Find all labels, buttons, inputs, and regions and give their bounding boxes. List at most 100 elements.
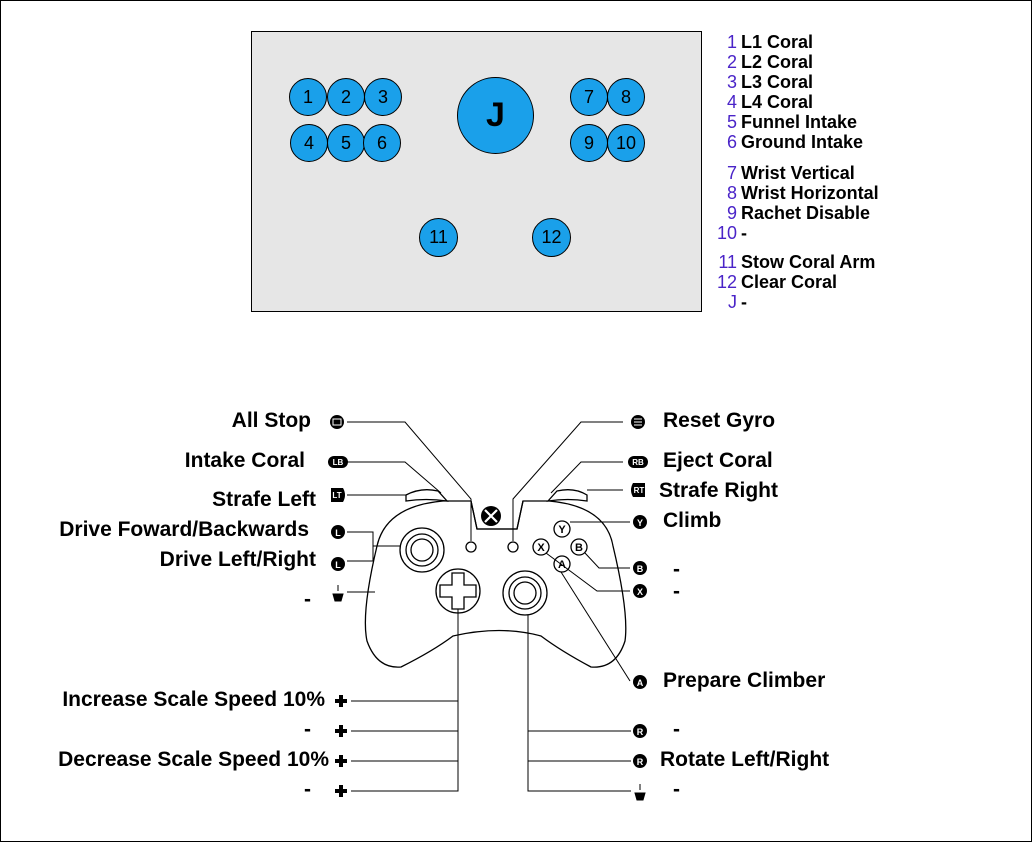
svg-text:LB: LB [333, 458, 344, 467]
lt-icon [331, 488, 345, 502]
view-icon [330, 415, 344, 429]
leader-view [347, 421, 472, 541]
label-ls-horizontal: Drive Left/Right [159, 548, 316, 571]
right-stick-outer [502, 570, 548, 616]
label-dpad-left: - [304, 778, 311, 801]
left-stick-vertical-icon [331, 525, 345, 539]
left-stick-horizontal-icon [331, 557, 345, 571]
right-stick-horizontal-icon [633, 754, 647, 768]
guide-plate [470, 500, 524, 530]
right-stick-ring [508, 576, 542, 610]
label-dpad-right: - [304, 718, 311, 741]
left-stick-outer [399, 527, 445, 573]
svg-text:Y: Y [637, 518, 643, 528]
dpad-down-icon [335, 755, 347, 767]
button-panel: 1 2 3 4 5 6 7 8 9 10 11 12 J [251, 31, 702, 312]
xbox-logo-mark [484, 509, 498, 523]
svg-text:RT: RT [634, 486, 645, 495]
svg-text:L: L [335, 560, 341, 570]
label-b: - [673, 558, 680, 581]
svg-text:R: R [637, 727, 644, 737]
panel-button-8: 8 [607, 78, 645, 116]
lb-icon [328, 456, 348, 468]
label-rs-vertical: - [673, 718, 680, 741]
svg-text:B: B [637, 564, 644, 574]
rb-icon [628, 456, 648, 468]
leader-ls [347, 531, 401, 562]
label-y: Climb [663, 509, 722, 532]
label-rb: Eject Coral [663, 449, 773, 472]
right-stick-vertical-icon [633, 724, 647, 738]
controller-body [364, 500, 627, 668]
leader-a [560, 571, 631, 682]
label-rs-horizontal: Rotate Left/Right [660, 748, 830, 771]
left-stick-click-icon [332, 585, 344, 602]
legend-item: 10- [716, 223, 747, 243]
view-button [465, 541, 477, 553]
panel-button-12: 12 [532, 218, 571, 257]
b-button-letter: B [575, 542, 583, 554]
dpad-up-icon [335, 695, 347, 707]
y-icon [633, 515, 647, 529]
right-bumper-shape [546, 489, 588, 502]
y-button-letter: Y [558, 524, 566, 536]
panel-button-7: 7 [570, 78, 608, 116]
leader-b [584, 552, 630, 569]
legend-item: J- [728, 292, 747, 312]
panel-button-5: 5 [327, 124, 365, 162]
a-icon [633, 675, 647, 689]
a-button [553, 555, 571, 573]
panel-button-11: 11 [419, 218, 458, 257]
svg-text:R: R [637, 757, 644, 767]
label-dpad-up: Increase Scale Speed 10% [62, 688, 325, 711]
label-rt: Strafe Right [659, 479, 779, 502]
label-x: - [673, 580, 680, 603]
svg-text:LT: LT [332, 491, 341, 500]
rt-icon [631, 483, 645, 497]
svg-text:RB: RB [632, 458, 644, 467]
x-button [532, 538, 550, 556]
dpad-left-icon [335, 785, 347, 797]
left-stick-cap [410, 538, 434, 562]
label-view: All Stop [231, 409, 311, 432]
left-stick-ring [405, 533, 439, 567]
x-icon [633, 584, 647, 598]
panel-button-6: 6 [363, 124, 401, 162]
leader-rb [550, 461, 623, 494]
label-menu: Reset Gyro [663, 409, 776, 432]
dpad-right-icon [335, 725, 347, 737]
dpad-cross [439, 572, 477, 610]
label-ls-vertical: Drive Foward/Backwards [59, 518, 309, 541]
y-button [553, 520, 571, 538]
label-dpad-down: Decrease Scale Speed 10% [58, 748, 329, 771]
svg-text:X: X [637, 587, 643, 597]
b-icon [633, 561, 647, 575]
leader-menu [512, 421, 623, 541]
panel-button-9: 9 [570, 124, 608, 162]
panel-button-10: 10 [607, 124, 645, 162]
svg-text:L: L [335, 528, 341, 538]
right-stick-cap [513, 581, 537, 605]
label-rs-click: - [673, 778, 680, 801]
b-button [570, 538, 588, 556]
leader-x [545, 552, 630, 592]
leader-rs [527, 615, 631, 792]
panel-button-3: 3 [364, 78, 402, 116]
x-button-letter: X [537, 542, 545, 554]
svg-text:A: A [637, 678, 644, 688]
left-bumper-shape [405, 489, 449, 502]
glyph-icons: LB LT L L RB RT Y B X A R R [328, 415, 648, 801]
label-a: Prepare Climber [663, 669, 826, 692]
leader-lb [347, 461, 442, 494]
